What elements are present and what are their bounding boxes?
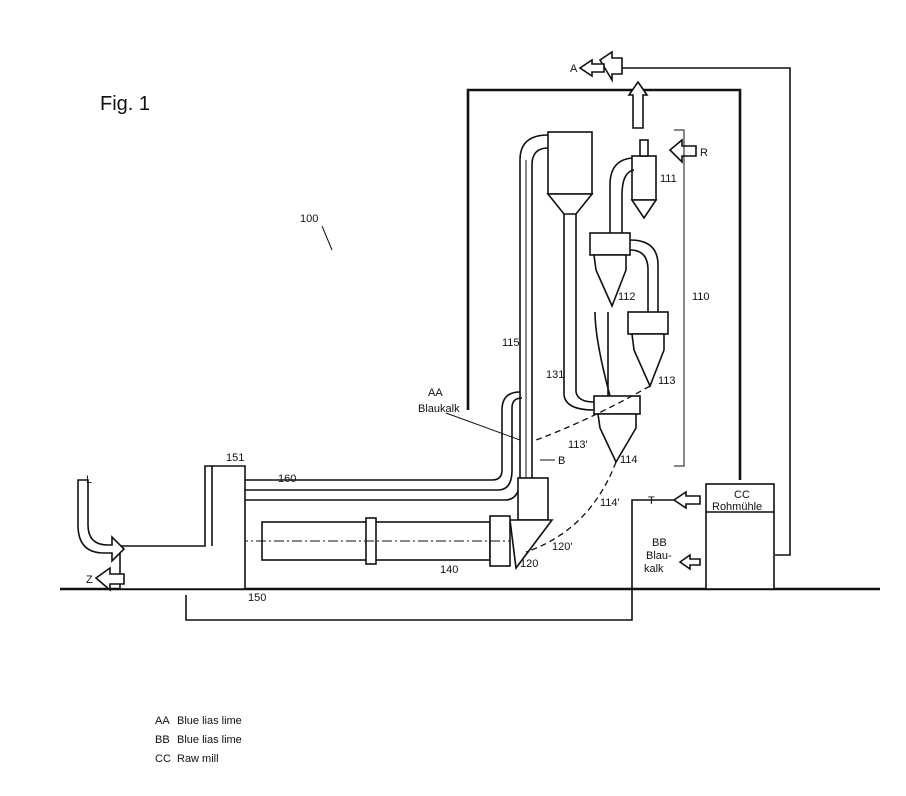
aa-leader	[445, 412, 521, 441]
label-BB: BB	[652, 537, 667, 549]
gas-frame	[466, 88, 742, 480]
legend-code: BB	[155, 734, 170, 746]
label-150: 150	[248, 592, 266, 604]
raw-meal-line	[618, 67, 791, 556]
line-113prime	[535, 385, 651, 441]
label-115: 115	[502, 337, 520, 349]
legend-text: Raw mill	[177, 753, 219, 765]
cyclone-111-cone	[630, 199, 658, 220]
label-AA: AA	[428, 387, 443, 399]
label-151: 151	[226, 452, 244, 464]
label-Z: Z	[86, 574, 93, 586]
legend: AA Blue lias lime BB Blue lias lime CC Raw …	[155, 712, 242, 769]
label-B: B	[558, 455, 565, 467]
label-120prime: 120'	[552, 541, 572, 553]
duct-131	[563, 214, 595, 411]
kiln-inlet-riser	[517, 477, 549, 521]
riser-112-113	[629, 239, 659, 312]
legend-item: AA Blue lias lime	[155, 712, 242, 731]
arrow-R-icon	[668, 138, 697, 164]
arrow-A-out-icon	[578, 58, 605, 78]
cyclone-111	[631, 155, 657, 201]
label-T: T	[648, 495, 655, 507]
cyclone-113-top	[627, 311, 669, 335]
label-131: 131	[546, 369, 564, 381]
label-A: A	[570, 63, 578, 75]
cyclone-111-outlet	[639, 139, 649, 157]
arrow-T-icon	[672, 490, 701, 510]
line-114prime	[525, 461, 617, 553]
label-L: L	[86, 474, 92, 486]
label-bb-text2: kalk	[644, 563, 664, 575]
legend-code: AA	[155, 715, 170, 727]
legend-item: CC Raw mill	[155, 750, 242, 769]
label-160: 160	[278, 473, 296, 485]
label-CC: CC	[734, 489, 750, 501]
legend-text: Blue lias lime	[177, 734, 242, 746]
raw-mill-box	[705, 483, 775, 590]
arrow-BB-icon	[678, 553, 701, 571]
label-114prime: 114'	[600, 497, 620, 509]
label-120: 120	[520, 558, 538, 570]
label-aa-text: Blaukalk	[418, 403, 460, 415]
label-R: R	[700, 147, 708, 159]
cyclone-113	[631, 333, 665, 389]
calciner-vessel	[547, 131, 593, 195]
cooler-151	[119, 465, 246, 590]
riser-115	[519, 134, 549, 478]
cyclone-114	[597, 413, 637, 464]
label-113: 113	[658, 375, 676, 387]
riser-113-114	[594, 311, 611, 397]
arrow-100-icon	[321, 225, 333, 251]
label-113prime: 113'	[568, 439, 588, 451]
exhaust-arrow-icon	[627, 80, 649, 129]
figure-title: Fig. 1	[100, 93, 150, 115]
return-line-150	[185, 499, 688, 621]
arrow-L-icon	[77, 479, 126, 563]
label-111: 111	[660, 173, 677, 185]
calciner-cone	[546, 193, 594, 215]
riser-111-112	[609, 157, 635, 233]
cyclone-112-top	[589, 232, 631, 256]
arrow-Z-icon	[94, 566, 125, 592]
label-112: 112	[618, 291, 636, 303]
arrow-A-icon	[598, 50, 623, 83]
bracket-110	[674, 129, 685, 467]
legend-text: Blue lias lime	[177, 715, 242, 727]
kiln-inlet-120	[509, 519, 554, 571]
label-cc-text: Rohmühle	[712, 501, 762, 513]
label-114: 114	[620, 454, 638, 466]
label-140: 140	[440, 564, 458, 576]
label-bb-text1: Blau-	[646, 550, 672, 562]
cyclone-112	[593, 254, 627, 309]
label-100: 100	[300, 213, 318, 225]
label-110: 110	[692, 291, 710, 303]
legend-code: CC	[155, 753, 171, 765]
legend-item: BB Blue lias lime	[155, 731, 242, 750]
